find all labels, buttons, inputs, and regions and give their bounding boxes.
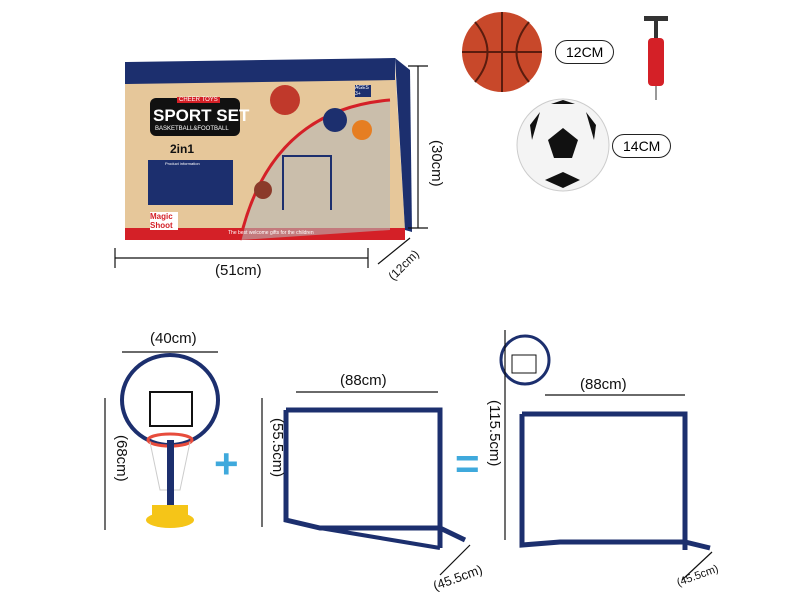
plus-sign: +: [214, 440, 239, 487]
goal-width-label: (88cm): [340, 372, 387, 389]
basketball-size-label: 12CM: [555, 40, 615, 64]
product-box: [125, 58, 412, 241]
box-dimension-lines: [114, 65, 428, 268]
combo-height-label: (115.5cm): [486, 400, 503, 467]
box-width-label: (51cm): [215, 262, 262, 279]
basketball: [462, 12, 542, 92]
box-title: SPORT SET: [153, 106, 250, 125]
goal-height-label: (55.5cm): [269, 418, 286, 478]
box-height-label: (30cm): [428, 140, 445, 187]
set-dimension-lines: [104, 330, 713, 581]
hoop-height-label: (68cm): [113, 435, 130, 482]
combo-width-label: (88cm): [580, 376, 627, 393]
football-goal: [283, 407, 467, 550]
combo-set: [499, 334, 711, 551]
box-info-header: Product information: [165, 161, 200, 166]
hoop-width-label: (40cm): [150, 330, 197, 347]
box-subtitle: BASKETBALL&FOOTBALL: [155, 126, 229, 132]
basketball-hoop: [120, 353, 220, 528]
box-badge: 2in1: [170, 142, 195, 156]
box-brand: CHEER TOYS: [177, 97, 220, 103]
box-logo: Magic Shoot: [150, 212, 178, 230]
pump: [644, 16, 668, 100]
box-slogan: The best welcome gifts for the children: [228, 230, 314, 236]
box-ages: AGES 3+: [355, 85, 371, 97]
football-size-label: 14CM: [612, 134, 672, 158]
equals-sign: =: [455, 440, 480, 487]
football: [516, 98, 610, 192]
